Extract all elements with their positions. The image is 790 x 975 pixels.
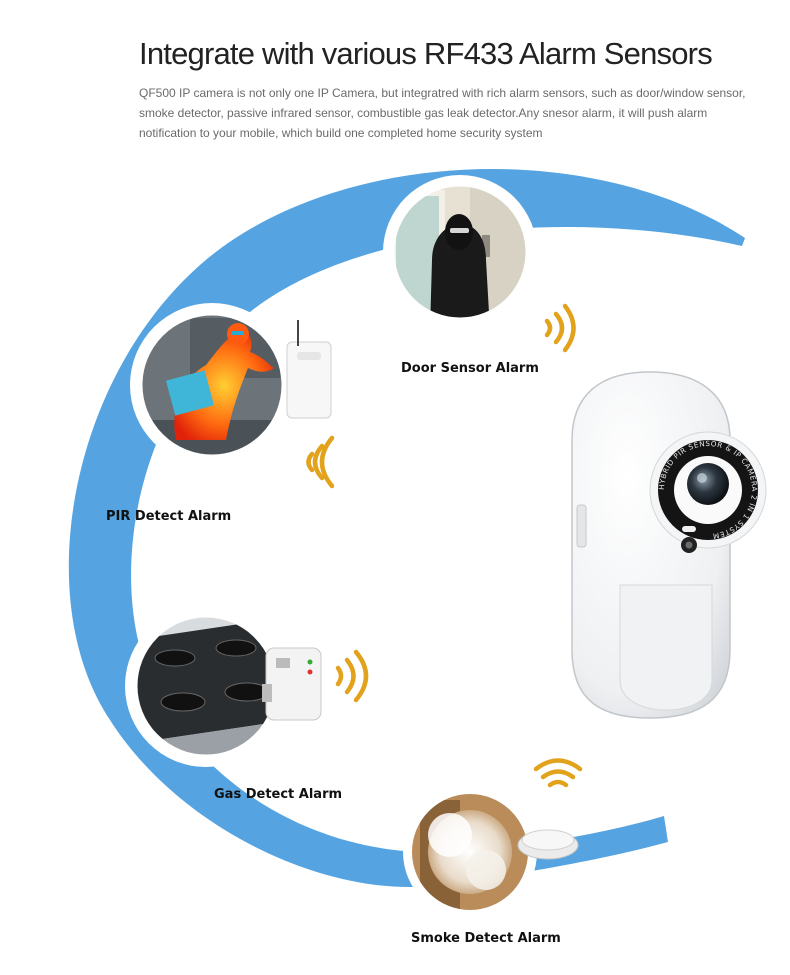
door-sensor-photo (383, 175, 537, 329)
smoke-detect-label: Smoke Detect Alarm (411, 931, 561, 946)
gas-detect-label: Gas Detect Alarm (214, 787, 343, 802)
page-description: QF500 IP camera is not only one IP Camer… (139, 86, 746, 140)
page-title: Integrate with various RF433 Alarm Senso… (139, 36, 713, 71)
signal-icon-smoke (533, 758, 583, 788)
pir-sensor-photo (130, 303, 332, 467)
signal-icon-pir (306, 435, 335, 489)
signal-icon-gas (335, 649, 369, 703)
door-sensor-label: Door Sensor Alarm (401, 361, 539, 376)
pir-detect-label: PIR Detect Alarm (106, 509, 232, 524)
camera-device: HYBRID PIR SENSOR & IP CAMERA 2 IN 1 SYS… (571, 371, 767, 719)
smoke-sensor-photo (403, 785, 579, 919)
signal-icon-door (544, 303, 576, 353)
gas-sensor-photo (125, 605, 322, 767)
